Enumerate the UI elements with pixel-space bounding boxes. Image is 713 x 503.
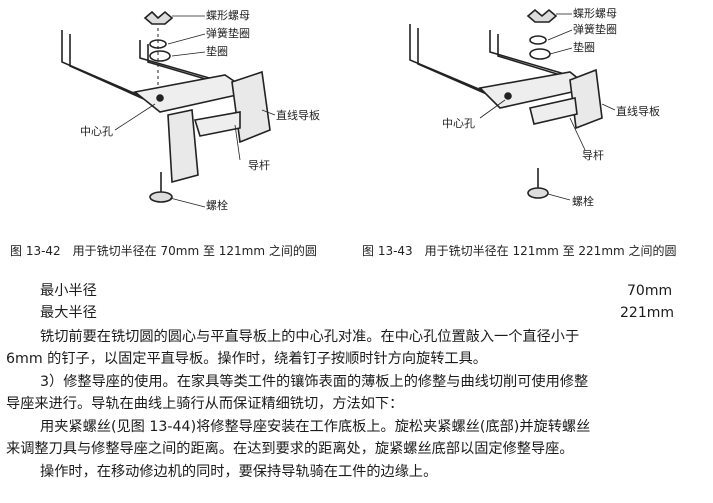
paragraph-1-line-2: 6mm 的钉子，以固定平直导板。操作时，绕着钉子按顺时针方向旋转工具。 xyxy=(6,351,487,367)
label-straight-guide: 直线导板 xyxy=(616,105,660,118)
max-radius-value: 221mm xyxy=(620,305,674,321)
label-center-hole: 中心孔 xyxy=(80,125,113,138)
paragraph-2-line-1: 3）修整导座的使用。在家具等类工件的镶饰表面的薄板上的修整与曲线切削可使用修整 xyxy=(40,374,589,390)
label-washer: 垫圈 xyxy=(573,41,595,54)
min-radius-label: 最小半径 xyxy=(40,283,97,299)
figure-13-43: 蝶形螺母 弹簧垫圈 垫圈 中心孔 直线导板 导杆 螺栓 xyxy=(370,0,713,240)
max-radius-label: 最大半径 xyxy=(40,305,97,321)
figure-13-42: 蝶形螺母 弹簧垫圈 垫圈 中心孔 直线导板 导杆 螺栓 xyxy=(0,0,360,240)
label-guide-rod: 导杆 xyxy=(248,159,270,172)
guide-assembly-drawing-left xyxy=(61,10,276,208)
paragraph-4-line-1: 操作时，在移动修边机的同时，要保持导轨骑在工件的边缘上。 xyxy=(40,464,438,480)
label-wing-nut: 蝶形螺母 xyxy=(206,9,250,22)
paragraph-2-line-2: 导座来进行。导轨在曲线上骑行从而保证精细铣切，方法如下： xyxy=(6,396,404,412)
label-bolt: 螺栓 xyxy=(572,195,594,208)
label-guide-rod: 导杆 xyxy=(582,149,604,162)
caption-figure-13-42: 图 13-42 用于铣切半径在 70mm 至 121mm 之间的圆 xyxy=(10,244,317,258)
label-straight-guide: 直线导板 xyxy=(276,109,320,122)
paragraph-3-line-1: 用夹紧螺丝(见图 13-44)将修整导座安装在工作底板上。旋松夹紧螺丝(底部)并… xyxy=(40,419,591,435)
caption-figure-13-43: 图 13-43 用于铣切半径在 121mm 至 221mm 之间的圆 xyxy=(362,244,677,258)
label-washer: 垫圈 xyxy=(206,45,228,58)
label-wing-nut: 蝶形螺母 xyxy=(573,7,617,20)
label-spring-washer: 弹簧垫圈 xyxy=(573,23,617,36)
min-radius-value: 70mm xyxy=(627,283,673,299)
guide-assembly-drawing-right xyxy=(409,8,616,201)
label-bolt: 螺栓 xyxy=(206,199,228,212)
label-center-hole: 中心孔 xyxy=(442,117,475,130)
label-spring-washer: 弹簧垫圈 xyxy=(206,27,250,40)
paragraph-3-line-2: 来调整刀具与修整导座之间的距离。在达到要求的距离处，旋紧螺丝底部以固定修整导座。 xyxy=(6,441,574,457)
paragraph-1-line-1: 铣切前要在铣切圆的圆心与平直导板上的中心孔对准。在中心孔位置敲入一个直径小于 xyxy=(40,329,580,345)
